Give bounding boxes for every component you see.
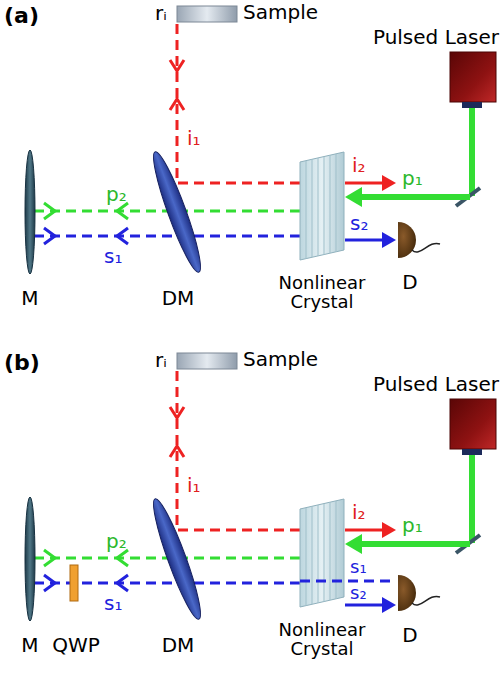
- part-label: Pulsed Laser: [373, 27, 499, 48]
- detector: [398, 222, 416, 258]
- beam-label: s₂: [350, 213, 368, 234]
- part-label: D: [402, 625, 417, 646]
- part-label: Nonlinear Crystal: [257, 621, 387, 659]
- part-label: DM: [162, 288, 195, 309]
- panel-letter: (a): [4, 4, 39, 27]
- part-label: D: [402, 272, 417, 293]
- beam-label: p₂: [106, 184, 127, 205]
- part-label: DM: [162, 635, 195, 656]
- quarter-wave-plate: [70, 565, 78, 601]
- panel-letter: (b): [4, 351, 40, 374]
- beam-label: i₂: [352, 155, 366, 176]
- reflectivity-label: rᵢ: [155, 3, 167, 24]
- beam-label: i₁: [187, 475, 201, 496]
- signal-beam: [345, 604, 384, 607]
- beam-label: p₂: [106, 531, 127, 552]
- part-label: QWP: [52, 635, 100, 656]
- part-label: Pulsed Laser: [373, 374, 499, 395]
- beam-label: p₁: [402, 168, 423, 189]
- arrowhead: [382, 597, 396, 613]
- arrowhead: [382, 232, 396, 248]
- part-label: Sample: [243, 2, 318, 23]
- detector-wire: [412, 243, 440, 252]
- part-label: M: [21, 288, 38, 309]
- beam-label: s₂: [350, 584, 367, 603]
- beam-label: p₁: [402, 515, 423, 536]
- signal-beam: [345, 239, 384, 242]
- beam-label: i₂: [352, 502, 366, 523]
- detector-wire: [412, 596, 440, 605]
- part-label: Nonlinear Crystal: [257, 274, 387, 312]
- beam-label: s₁: [350, 558, 367, 577]
- reflectivity-label: rᵢ: [155, 350, 167, 371]
- beam-label: s₁: [104, 593, 122, 614]
- part-label: M: [21, 635, 38, 656]
- detector: [398, 575, 416, 611]
- beam-label: s₁: [104, 246, 122, 267]
- part-label: Sample: [243, 349, 318, 370]
- beam-label: i₁: [187, 128, 201, 149]
- signal-beam: [300, 580, 390, 583]
